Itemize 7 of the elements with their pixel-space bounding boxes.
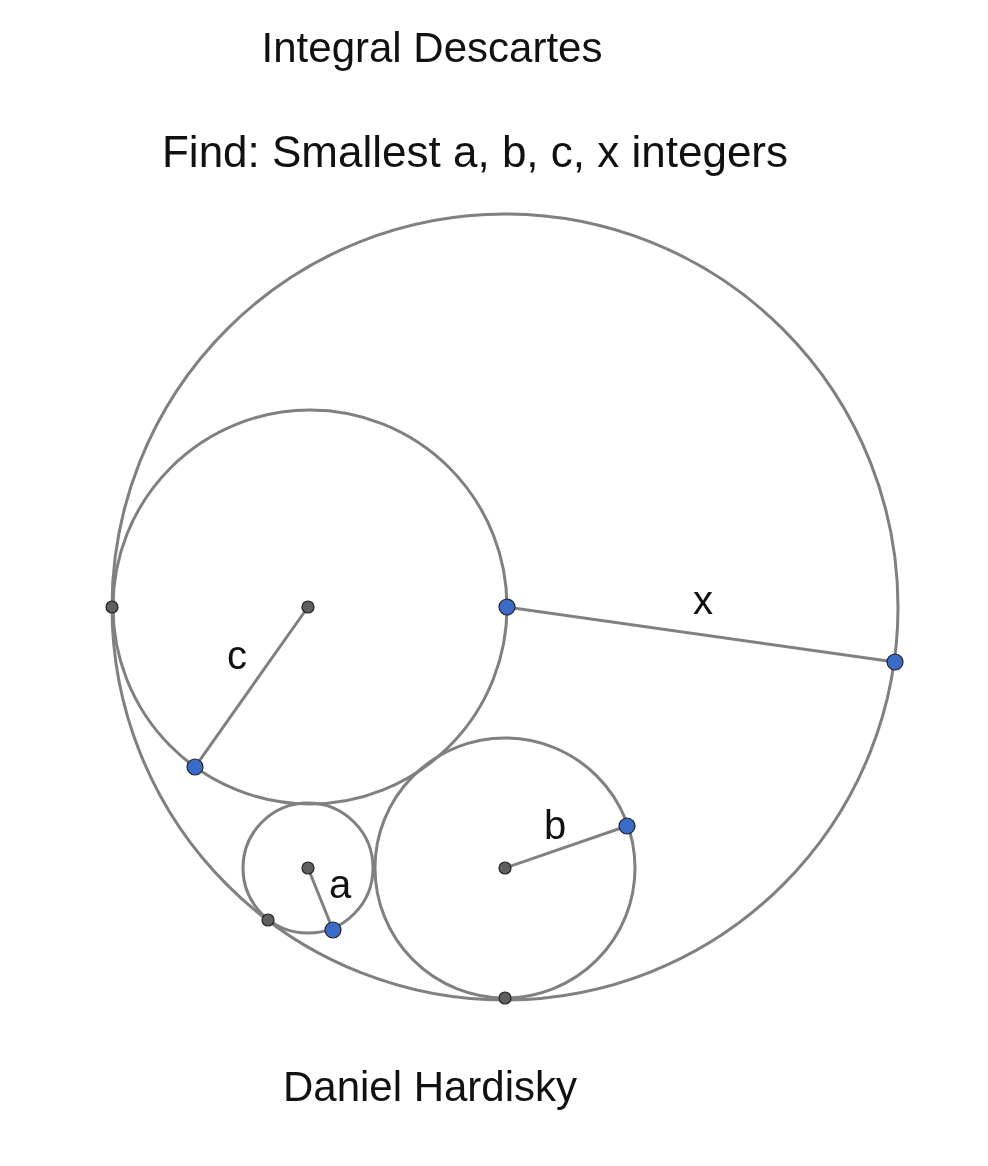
dimension-label: b	[543, 805, 567, 845]
dimension-label: x	[693, 580, 713, 620]
author-name: Daniel Hardisky	[282, 1066, 578, 1108]
title: Integral Descartes	[261, 27, 603, 69]
subtitle: Find: Smallest a, b, c, x integers	[162, 130, 788, 174]
dimension-label: a	[328, 864, 352, 904]
dimension-label: c	[227, 635, 247, 675]
